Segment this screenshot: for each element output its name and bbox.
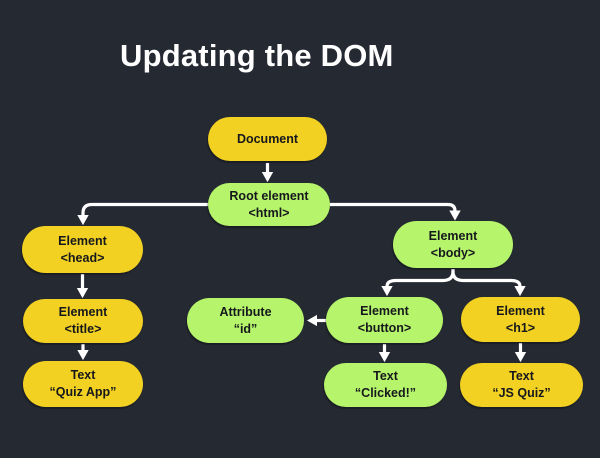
node-label-line: <h1> bbox=[505, 320, 536, 335]
node-element-title: Element <title> bbox=[23, 299, 143, 343]
node-label-line: “id” bbox=[233, 321, 258, 336]
node-label-line: <head> bbox=[60, 250, 105, 265]
node-attribute-id: Attribute “id” bbox=[187, 298, 304, 343]
node-label-line: Text bbox=[373, 369, 398, 383]
edge-element-body-to-element-h1 bbox=[451, 269, 526, 297]
node-document: Document bbox=[208, 117, 327, 161]
node-element-h1: Element <h1> bbox=[461, 297, 580, 342]
node-label-line: Element bbox=[58, 233, 107, 248]
node-label-line: <body> bbox=[430, 245, 476, 260]
node-text-clicked: Text “Clicked!” bbox=[324, 363, 447, 407]
node-text-quiz-app: Text “Quiz App” bbox=[23, 361, 143, 407]
node-element-button: Element <button> bbox=[326, 297, 443, 343]
node-label-line: “Clicked!” bbox=[354, 386, 417, 400]
node-label-line: Element bbox=[58, 305, 108, 319]
node-label-line: Document bbox=[236, 131, 299, 146]
node-label-line: Text bbox=[509, 369, 534, 383]
node-label-line: Element bbox=[428, 228, 478, 243]
node-label-line: Element bbox=[360, 304, 409, 318]
node-label-line: Element bbox=[496, 303, 545, 318]
edge-root-element-to-element-body bbox=[330, 202, 461, 221]
node-label-line: “Quiz App” bbox=[49, 385, 117, 399]
node-root-element: Root element <html> bbox=[208, 183, 330, 226]
node-label-line: <button> bbox=[357, 321, 412, 335]
node-label-line: Text bbox=[70, 368, 96, 382]
edge-element-body-to-element-button bbox=[381, 269, 455, 297]
node-label-line: <title> bbox=[64, 322, 102, 336]
node-element-head: Element <head> bbox=[22, 226, 143, 273]
page-title: Updating the DOM bbox=[120, 38, 394, 73]
node-label-line: Root element bbox=[229, 188, 309, 203]
node-label-line: “JS Quiz” bbox=[492, 386, 551, 400]
node-text-js-quiz: Text “JS Quiz” bbox=[460, 363, 583, 407]
node-element-body: Element <body> bbox=[393, 221, 513, 268]
edge-root-element-to-element-head bbox=[77, 202, 208, 226]
node-label-line: Attribute bbox=[219, 304, 272, 319]
node-label-line: <html> bbox=[248, 205, 290, 220]
